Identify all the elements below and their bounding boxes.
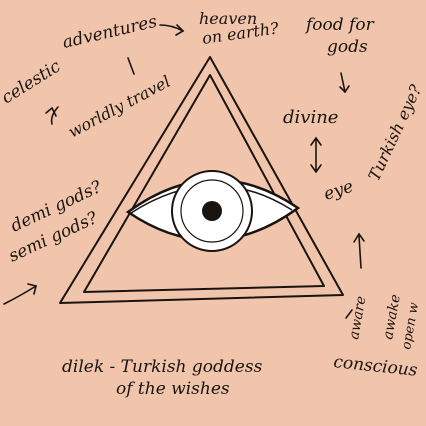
triangle-icon [59, 56, 344, 304]
note-aware: aware [346, 295, 369, 341]
arrow-icon [3, 24, 365, 319]
note-awake: awake [380, 293, 404, 341]
note-dilek-line1: dilek - Turkish goddess [62, 357, 263, 377]
eye-icon [125, 170, 301, 252]
note-divine: divine [283, 107, 338, 128]
note-heaven-line1: heaven [199, 9, 257, 28]
note-dilek-line2: of the wishes [116, 379, 230, 399]
note-food-line1: food for [304, 15, 375, 35]
note-food-line2: gods [327, 37, 368, 57]
